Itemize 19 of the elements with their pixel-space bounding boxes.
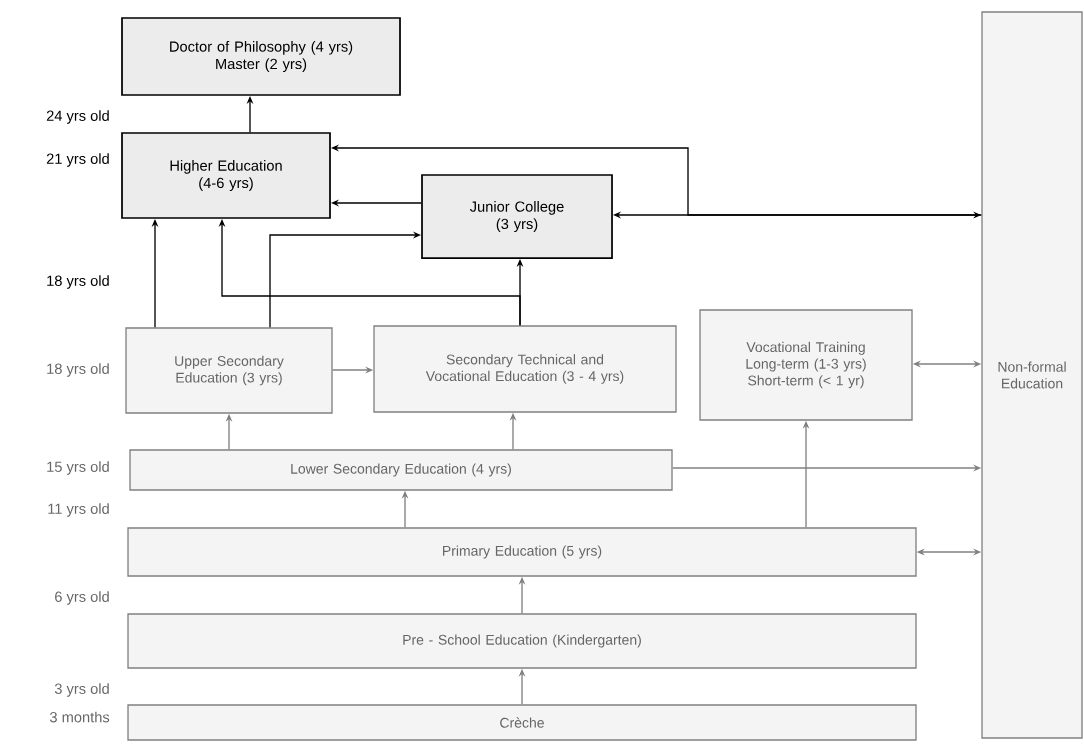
- age-label: 24 yrs old: [46, 110, 109, 124]
- age-label: 6 yrs old: [55, 591, 109, 605]
- age-label: 18 yrs old: [47, 363, 109, 377]
- age-label: 11 yrs old: [48, 503, 109, 517]
- education-box: Doctor of Philosophy (4 yrs) Master (2 yrs): [121, 17, 401, 96]
- age-label: 18 yrs old: [47, 275, 109, 289]
- education-box: Lower Secondary Education (4 yrs): [129, 449, 673, 491]
- education-box: Primary Education (5 yrs): [127, 527, 917, 577]
- age-label: 15 yrs old: [47, 461, 109, 475]
- age-label: 3 yrs old: [54, 683, 109, 697]
- education-box: Pre - School Education (Kindergarten): [127, 613, 917, 669]
- age-label: 3 months: [50, 711, 110, 723]
- education-box: Higher Education (4-6 yrs): [121, 132, 331, 219]
- education-box: Crèche: [127, 704, 917, 741]
- education-box: Junior College (3 yrs): [421, 174, 613, 259]
- education-panel: Non-formal Education: [981, 11, 1083, 739]
- education-box: Vocational Training Long-term (1-3 yrs) Short-term (< 1 yr): [699, 309, 913, 421]
- education-box: Upper Secondary Education (3 yrs): [125, 327, 333, 414]
- education-box: Secondary Technical and Vocational Education (3 - 4 yrs): [373, 325, 677, 413]
